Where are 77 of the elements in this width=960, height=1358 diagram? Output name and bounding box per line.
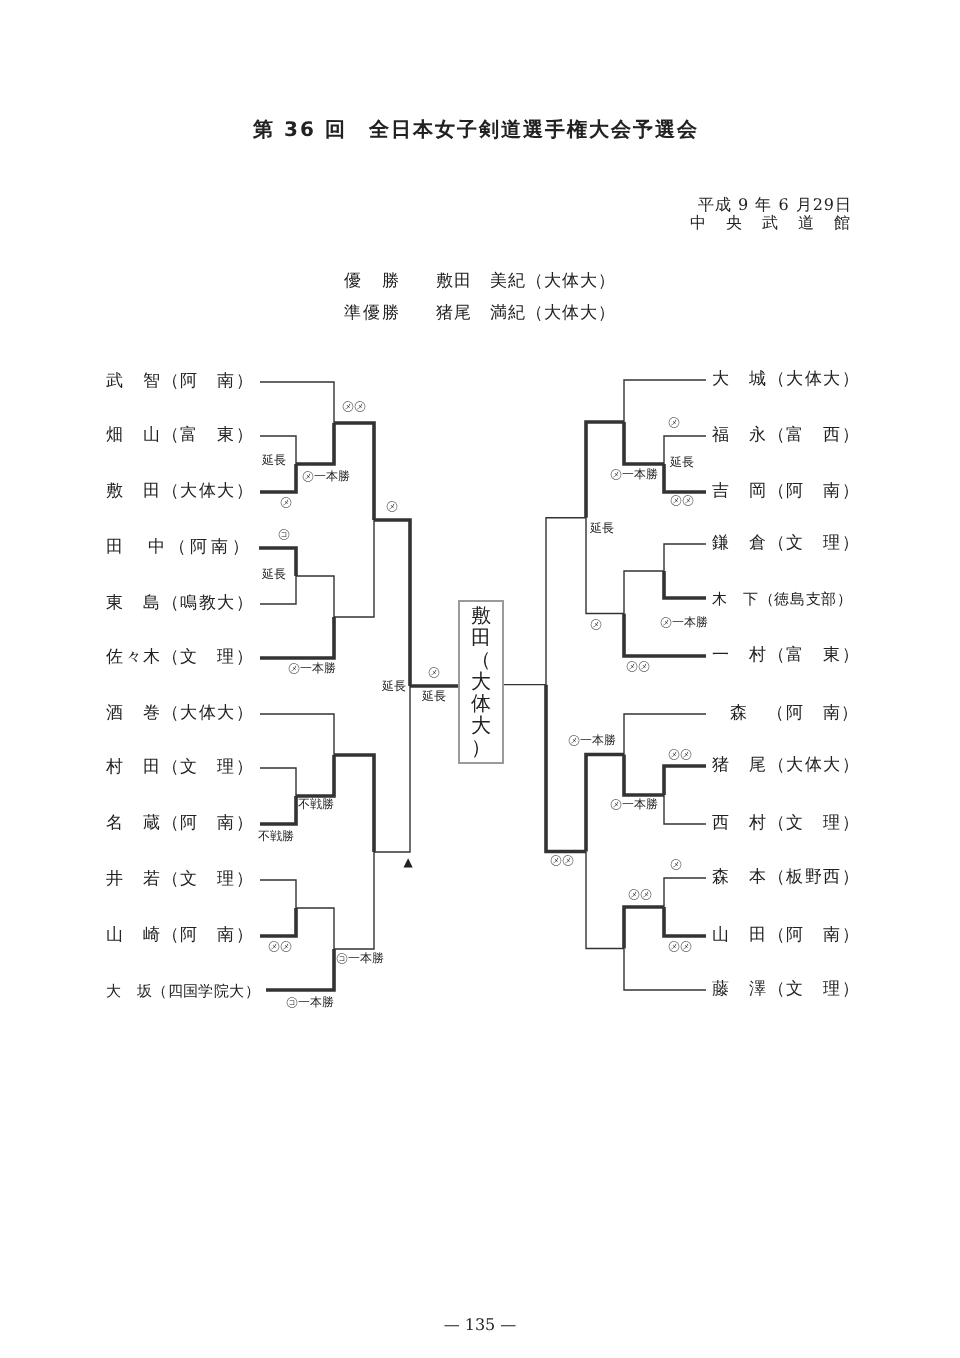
date-text: 平成 9 年 6 月29日 [697,198,852,214]
bracket-line [259,435,297,465]
player-name: 東 島（鳴教大） [100,593,260,615]
player-name: 井 若（文 理） [100,869,260,891]
bracket-line [333,519,375,618]
player-name: 村 田（文 理） [100,757,260,779]
player-name: 一 村（富 東） [706,645,866,667]
bracket-line [544,684,586,854]
result-heading: 準優勝 [343,305,401,323]
player-name: 森 （阿 南） [706,703,866,725]
player-name: 森 本（板野西） [706,867,866,889]
bracket-line [663,877,707,908]
bracket-line [663,435,707,465]
player-name: 大 城（大体大） [706,369,866,391]
bracket-line [259,713,335,756]
bracket-line [410,684,458,688]
bracket-line [373,685,411,853]
player-name: 畑 山（富 東） [100,425,260,447]
bracket-line [259,546,298,576]
player-name: 猪 尾（大体大） [706,755,866,777]
bracket-line [260,464,298,494]
bracket-line [622,905,664,949]
runner-up-name: 猪尾 満紀（大体大） [436,305,616,323]
bracket-line [662,464,706,494]
bracket-line [623,947,707,991]
bracket-line [663,543,707,572]
page-number: — 135 — [443,1318,517,1334]
player-name: 吉 岡（阿 南） [706,481,866,503]
bracket-line [260,617,336,660]
bracket-line [622,613,706,658]
bracket-line [260,796,298,826]
bracket-line [622,422,664,466]
bracket-line [374,518,412,686]
bracket-line [623,570,665,615]
bracket-line [503,683,547,686]
venue-text: 中 央 武 道 館 [690,216,852,232]
bracket-line [259,575,297,605]
bracket-line [259,767,297,797]
bracket-line [266,949,336,992]
bracket-line [334,753,376,852]
bracket-line [259,879,297,909]
bracket-line [662,907,706,938]
player-name: 佐々木（文 理） [100,647,260,669]
result-heading: 優 勝 [343,273,401,291]
bracket-line [584,420,624,518]
player-name: 山 崎（阿 南） [100,925,260,947]
bracket-line [296,755,336,798]
player-name: 名 蔵（阿 南） [100,813,260,835]
bracket-line [662,764,706,795]
bracket-line [296,423,336,466]
bracket-line [295,907,335,950]
bracket-line [623,379,707,423]
player-name: 福 永（富 西） [706,425,866,447]
bracket-line [623,713,707,756]
bracket-line [584,752,624,852]
player-name: 西 村（文 理） [706,813,866,835]
bracket-line [585,850,625,950]
bracket-line [260,908,298,938]
bracket-line [259,381,335,424]
player-name: 酒 巻（大体大） [100,703,260,725]
bracket-line [545,517,587,686]
winner-name: 敷田 美紀（大体大） [436,273,616,291]
bracket-line [295,575,335,618]
bracket-line [622,754,664,797]
bracket-line [334,421,376,520]
player-name: 山 田（阿 南） [706,925,866,947]
title: 第 36 回 全日本女子剣道選手権大会予選会 [253,122,699,142]
bracket-line [662,571,706,600]
player-name: 藤 澤（文 理） [706,979,866,1001]
bracket-line [333,851,375,950]
bracket-line [663,794,707,825]
player-name: 武 智（阿 南） [100,371,260,393]
bracket-line [585,517,625,615]
player-name: 敷 田（大体大） [100,481,260,503]
champion-box: 敷田（大体大） [458,600,504,764]
player-name: 田 中（阿南） [100,537,259,559]
player-name: 鎌 倉（文 理） [706,533,866,555]
